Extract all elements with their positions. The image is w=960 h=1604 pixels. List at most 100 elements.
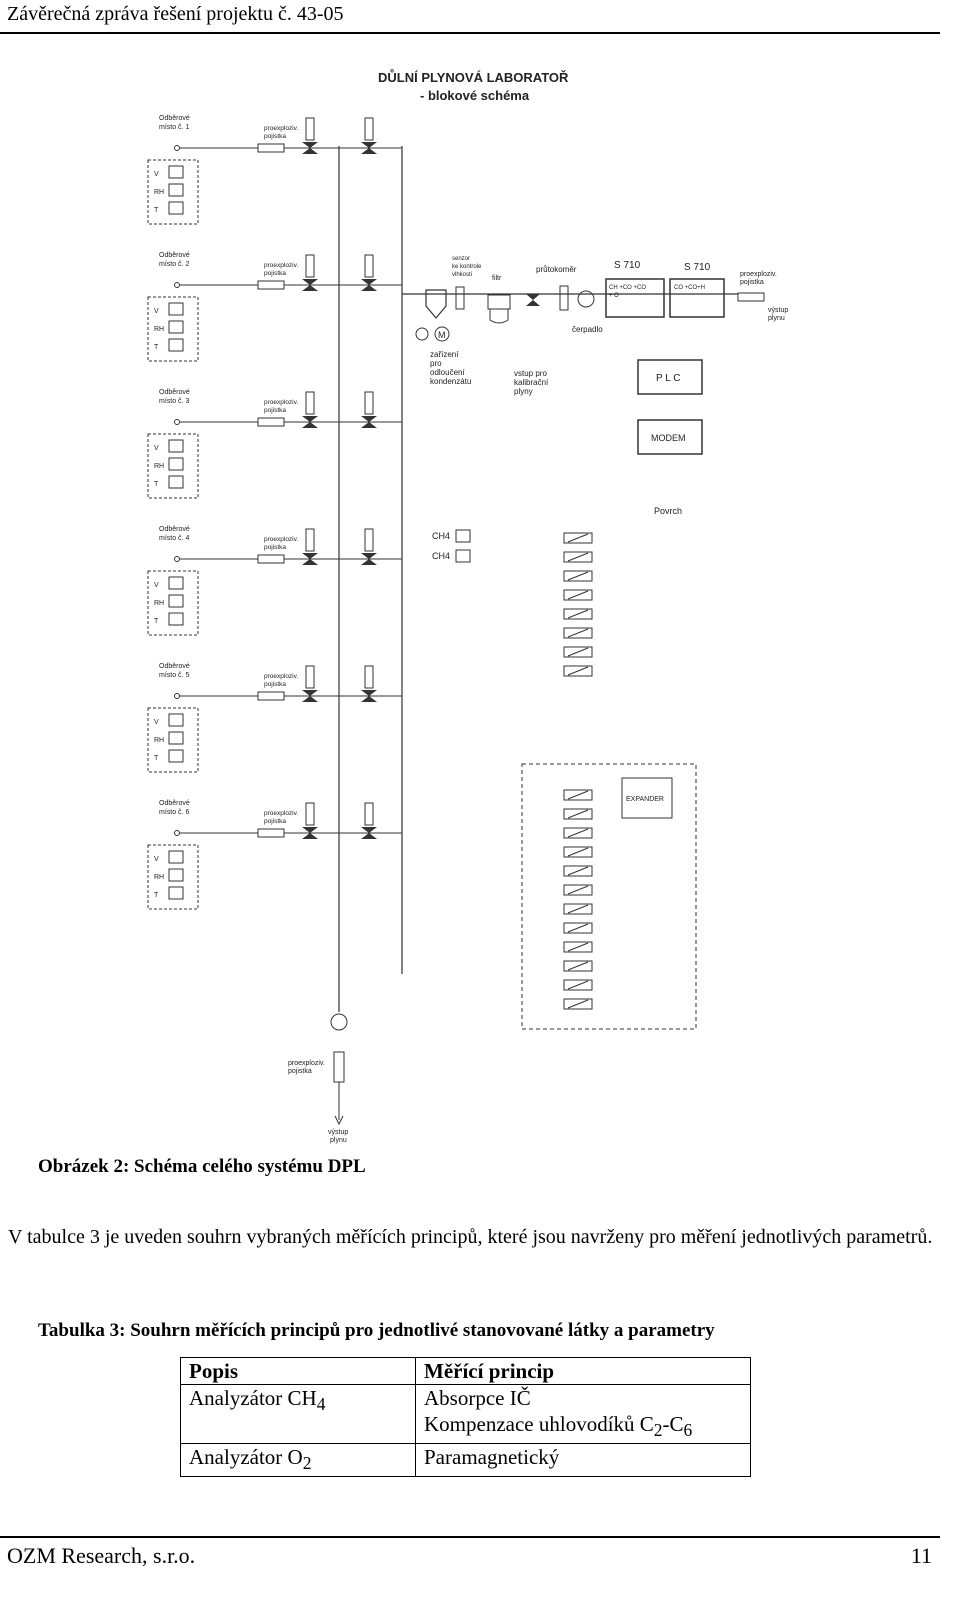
diagram-title-line2: - blokové schéma [420, 88, 530, 103]
body-paragraph: V tabulce 3 je uveden souhrn vybraných m… [8, 1226, 933, 1248]
plc: P L C [637, 359, 703, 395]
principle-line-2-mid: -C [662, 1412, 684, 1436]
sampling-point-label-line2: místo č. 1 [159, 124, 189, 131]
sensor-label: T [154, 618, 159, 625]
fuse-icon [257, 280, 285, 290]
table-cell-description: Analyzátor O2 [180, 1443, 416, 1478]
calibration-label2: kalibrační [514, 378, 549, 387]
ch4-box-2 [455, 549, 471, 563]
sampling-point-label-line2: místo č. 3 [159, 398, 189, 405]
solenoid-icon [364, 391, 374, 415]
sensor-group-frame [147, 570, 199, 636]
humidity-sensor-box [455, 286, 465, 310]
relay-block [563, 646, 593, 658]
relay-slash [567, 961, 589, 971]
relay-block [563, 665, 593, 677]
table-header-principle: Měřící princip [415, 1357, 751, 1385]
sensor-box [168, 576, 184, 590]
sensor-group-frame [147, 433, 199, 499]
relay-block [563, 789, 593, 801]
analyzer1-gases: CH +CO +CO [609, 285, 646, 291]
fuse-label-line2: pojistka [264, 544, 286, 551]
flow-valve-icon [526, 294, 540, 306]
sensor-label: T [154, 892, 159, 899]
sampling-point-label-line1: Odběrové [159, 252, 190, 259]
surface-label: Povrch [654, 506, 682, 516]
relay-slash [567, 666, 589, 676]
modem-label: MODEM [651, 433, 686, 443]
motor-icon [434, 326, 450, 342]
table-row: Analyzátor O2 Paramagnetický [180, 1443, 751, 1478]
relay-slash [567, 571, 589, 581]
fuse-label-line1: proexploziv. [264, 125, 298, 132]
solenoid-icon [364, 254, 374, 278]
sensor-label: T [154, 755, 159, 762]
fuse-icon [257, 143, 285, 153]
sensor-box [168, 439, 184, 453]
sensor-box [168, 475, 184, 489]
solenoid-icon [364, 528, 374, 552]
relay-block [563, 979, 593, 991]
table-cell-principle: Paramagnetický [415, 1443, 751, 1478]
relay-block [563, 865, 593, 877]
fuse-icon [257, 691, 285, 701]
relay-slash [567, 885, 589, 895]
sensor-label: RH [154, 326, 164, 333]
sampling-point-label-line1: Odběrové [159, 115, 190, 122]
table-header-description: Popis [180, 1357, 416, 1385]
sensor-label: RH [154, 600, 164, 607]
fuse-label-line2: pojistka [264, 270, 286, 277]
footer-divider [0, 1536, 940, 1538]
condensate-label1: zařízení [430, 350, 459, 359]
analyzer1-gases2: + O [609, 293, 619, 299]
sensor-label: V [154, 582, 159, 589]
solenoid-icon [305, 117, 315, 141]
relay-block [563, 846, 593, 858]
sampling-point-label-line1: Odběrové [159, 526, 190, 533]
relay-block [563, 884, 593, 896]
valve-icon [302, 279, 318, 291]
sensor-box [168, 749, 184, 763]
sensor-box [168, 338, 184, 352]
fuse-icon [257, 828, 285, 838]
outlet-fuse-label2: pojistka [740, 279, 764, 286]
subscript: 4 [316, 1394, 326, 1415]
relay-slash [567, 847, 589, 857]
relay-block [563, 551, 593, 563]
sensor-box [168, 594, 184, 608]
sensor-group-frame [147, 707, 199, 773]
fuse-icon [257, 554, 285, 564]
footer-page-number: 11 [910, 1543, 932, 1568]
sampling-point-label-line1: Odběrové [159, 800, 190, 807]
valve-icon [361, 279, 377, 291]
valve-icon [302, 142, 318, 154]
relay-block [563, 960, 593, 972]
relay-slash [567, 809, 589, 819]
relay-slash [567, 828, 589, 838]
sensor-label: RH [154, 874, 164, 881]
fuse-label-line2: pojistka [264, 133, 286, 140]
relay-slash [567, 647, 589, 657]
calibration-label3: plyny [514, 387, 533, 396]
sensor-box [168, 612, 184, 626]
ch4-label-1: CH4 [432, 531, 450, 541]
relay-block [563, 827, 593, 839]
condensate-label4: kondenzátu [430, 377, 471, 386]
table-cell-description: Analyzátor CH4 [180, 1383, 416, 1445]
analyzer-ch4-label: Analyzátor CH [189, 1386, 317, 1410]
sensor-box [168, 457, 184, 471]
table-header-row: Popis Měřící princip [180, 1357, 751, 1385]
sampling-inlet-icon [174, 282, 180, 288]
main-fuse-label2: pojistka [288, 1068, 312, 1075]
valve-icon [302, 827, 318, 839]
sensor-box [168, 320, 184, 334]
filter-label: filtr [492, 275, 502, 282]
relay-slash [567, 790, 589, 800]
ch4-label-2: CH4 [432, 551, 450, 561]
condensate-label3: odloučení [430, 368, 465, 377]
relay-slash [567, 866, 589, 876]
filter-cup [489, 309, 509, 324]
